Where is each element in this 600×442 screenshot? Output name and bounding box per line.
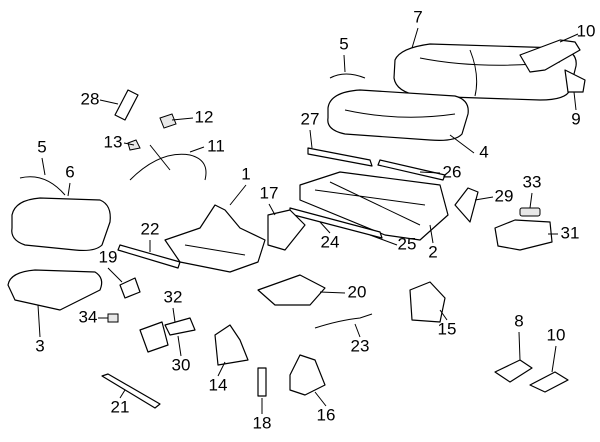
callout-4: 4: [479, 142, 488, 161]
callout-1: 1: [241, 164, 250, 183]
wire-harness-11: [129, 144, 207, 181]
seat-frame-2: [299, 171, 449, 241]
bracket-22: [117, 244, 181, 269]
callout-11: 11: [207, 136, 225, 155]
callout-5: 5: [339, 34, 348, 53]
callout-9: 9: [571, 109, 580, 128]
callout-18: 18: [253, 413, 272, 432]
callout-27: 27: [301, 109, 320, 128]
seat-adjuster-10: [519, 39, 586, 93]
part-28: [114, 89, 139, 121]
callout-2: 2: [428, 242, 437, 261]
wire-5-top: [329, 73, 366, 79]
callout-26: 26: [443, 162, 462, 181]
bracket-15: [409, 281, 446, 323]
callout-7: 7: [413, 7, 422, 26]
bracket-16: [289, 354, 326, 396]
leader-lines: [37, 27, 579, 414]
seat-cushion-6: [11, 197, 111, 252]
seat-back-4: [327, 89, 469, 141]
callout-10b: 10: [547, 325, 566, 344]
callout-3: 3: [35, 336, 44, 355]
callout-22: 22: [141, 219, 160, 238]
cable-23: [314, 313, 373, 329]
part-32-30: [139, 317, 196, 353]
callout-28: 28: [81, 89, 100, 108]
callout-8: 8: [514, 311, 523, 330]
callout-24: 24: [321, 232, 340, 251]
callout-14: 14: [209, 375, 228, 394]
callout-25: 25: [398, 234, 417, 253]
callout-33: 33: [523, 172, 542, 191]
rod-27: [307, 147, 373, 167]
side-cover-17: [267, 209, 306, 251]
bar-21: [101, 373, 161, 409]
part-12: [159, 113, 177, 129]
pad-20: [257, 274, 326, 306]
adjuster-8-10: [494, 359, 569, 393]
rod-26: [377, 159, 446, 181]
callout-32: 32: [164, 287, 183, 306]
callout-13: 13: [104, 132, 123, 151]
callout-16: 16: [317, 405, 336, 424]
bracket-29: [454, 187, 479, 223]
callout-30: 30: [172, 355, 191, 374]
callout-34: 34: [79, 307, 98, 326]
callout-labels: 7 10 5 28 12 9 27 13 11 4 5 6 1 26 17 29…: [35, 7, 595, 432]
callout-29: 29: [495, 186, 514, 205]
cushion-pad-3: [7, 269, 103, 311]
knob-33: [519, 207, 541, 217]
callout-10: 10: [577, 21, 596, 40]
callout-12: 12: [195, 107, 214, 126]
callout-6: 6: [65, 162, 74, 181]
callout-20: 20: [348, 282, 367, 301]
bracket-14: [214, 324, 249, 366]
callout-21: 21: [111, 397, 130, 416]
callout-23: 23: [351, 336, 370, 355]
strut-18: [257, 367, 267, 397]
callout-5b: 5: [37, 137, 46, 156]
front-seat-frame-1: [164, 204, 266, 273]
callout-17: 17: [260, 183, 279, 202]
callout-19: 19: [99, 247, 118, 266]
wire-5-left: [19, 176, 66, 196]
callout-31: 31: [561, 223, 580, 242]
cover-31: [494, 219, 553, 251]
callout-15: 15: [438, 319, 457, 338]
part-19: [119, 277, 141, 299]
part-34: [107, 313, 119, 323]
